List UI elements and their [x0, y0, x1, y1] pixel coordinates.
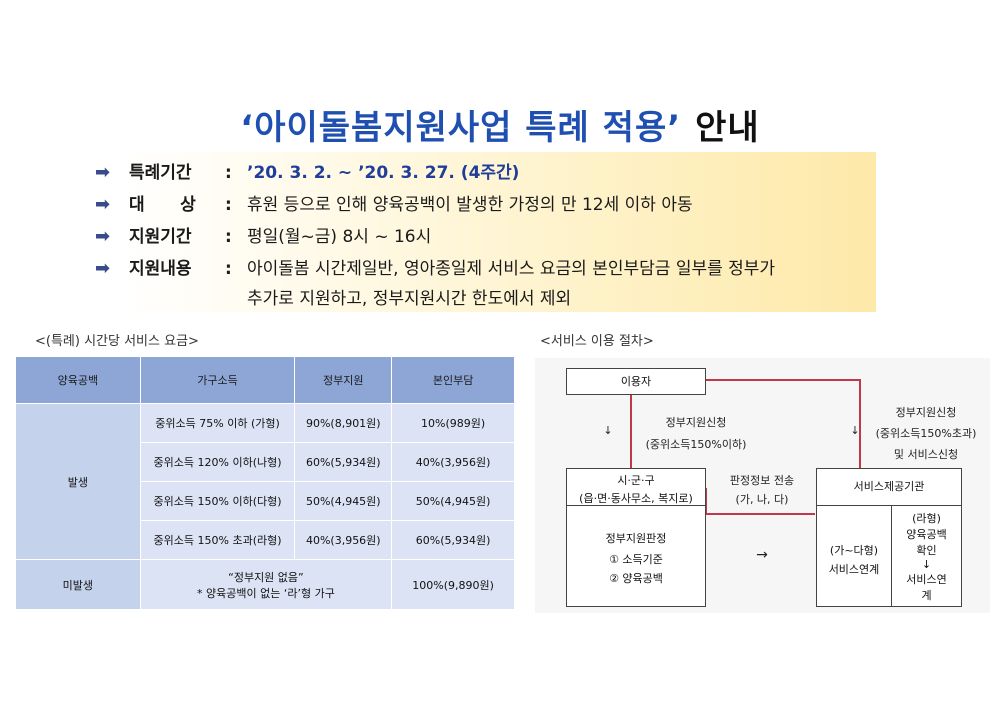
right-arrow-icon: →: [756, 547, 768, 563]
city-office-box: 시·군·구 (읍·면·동사무소, 복지로): [566, 468, 706, 506]
column-header: 정부지원: [294, 356, 393, 404]
column-header: 본인부담: [391, 356, 515, 404]
info-value: 추가로 지원하고, 정부지원시간 한도에서 제외: [247, 289, 572, 309]
self-pay-cell: 10%(989원): [391, 403, 515, 443]
table-row: 중위소득 150% 이하(다형) 50%(4,945원) 50%(4,945원): [16, 481, 515, 521]
info-label: 지원내용: [129, 259, 192, 279]
group-cell: 미발생: [15, 559, 141, 610]
flow-label: 확인: [916, 544, 937, 557]
flow-label: 계: [921, 589, 932, 602]
apply-text-1: 정부지원신청 (중위소득150%이하): [636, 414, 756, 452]
flow-label: (중위소득150%초과): [875, 427, 977, 440]
info-value: 아이돌봄 시간제일반, 영아종일제 서비스 요금의 본인부담금 일부를 정부가: [247, 259, 776, 279]
flow-label: ② 양육공백: [609, 572, 663, 585]
income-cell: 중위소득 75% 이하 (가형): [139, 403, 296, 443]
info-label: 지원기간: [129, 227, 192, 247]
info-row-content-cont: 추가로 지원하고, 정부지원시간 한도에서 제외: [247, 284, 571, 309]
flow-label: 양육공백: [906, 528, 947, 541]
down-arrow-icon: ↓: [850, 424, 860, 437]
no-support-note: * 양육공백이 없는 ‘라’형 가구: [197, 586, 335, 600]
flow-label: (가~다형): [829, 544, 879, 557]
info-row-period: ➡특례기간:’20. 3. 2. ~ ’20. 3. 27. (4주간): [95, 158, 519, 183]
self-pay-cell: 50%(4,945원): [391, 481, 515, 521]
info-highlight-box: [122, 152, 876, 312]
title-rest: 안내: [695, 108, 760, 148]
table-row: 미발생 “정부지원 없음” * 양육공백이 없는 ‘라’형 가구 100%(9,…: [15, 559, 515, 610]
no-support-label: “정부지원 없음”: [228, 570, 304, 584]
table-header-row: 양육공백 가구소득 정부지원 본인부담: [15, 356, 515, 404]
no-support-cell: “정부지원 없음” * 양육공백이 없는 ‘라’형 가구: [139, 559, 393, 610]
flow-label: (중위소득150%이하): [645, 438, 747, 451]
support-cell: 90%(8,901원): [294, 403, 393, 443]
flow-label: 정부지원신청: [895, 406, 957, 419]
page-title: ‘아이돌봄지원사업 특례 적용’ 안내: [0, 100, 1000, 149]
link-a-box: (가~다형) 서비스연계: [816, 505, 892, 607]
table-row: 중위소득 120% 이하(나형) 60%(5,934원) 40%(3,956원): [16, 442, 515, 482]
flow-label: 서비스연계: [828, 563, 880, 576]
user-box: 이용자: [566, 368, 706, 395]
self-pay-cell: 60%(5,934원): [391, 520, 515, 560]
arrow-right-icon: ➡: [95, 226, 111, 247]
flow-label: 정부지원판정: [605, 532, 667, 545]
flow-label: (읍·면·동사무소, 복지로): [579, 492, 693, 505]
provider-box: 서비스제공기관: [816, 468, 962, 506]
support-cell: 50%(4,945원): [294, 481, 393, 521]
info-value: 휴원 등으로 인해 양육공백이 발생한 가정의 만 12세 이하 아동: [247, 195, 693, 215]
flow-label: 정부지원신청: [665, 416, 727, 429]
table-row: 중위소득 150% 초과(라형) 40%(3,956원) 60%(5,934원): [16, 520, 515, 560]
column-header: 가구소득: [139, 356, 296, 404]
self-pay-cell: 100%(9,890원): [391, 559, 515, 610]
info-label: 특례기간: [129, 163, 192, 183]
table-row: 발생 중위소득 75% 이하 (가형) 90%(8,901원) 10%(989원…: [15, 403, 515, 560]
down-arrow-icon: ↓: [921, 558, 932, 571]
income-cell: 중위소득 120% 이하(나형): [139, 442, 296, 482]
info-value: ’20. 3. 2. ~ ’20. 3. 27. (4주간): [247, 163, 520, 183]
info-row-target: ➡대 상:휴원 등으로 인해 양육공백이 발생한 가정의 만 12세 이하 아동: [95, 190, 693, 215]
fee-table: 양육공백 가구소득 정부지원 본인부담 발생 중위소득 75% 이하 (가형) …: [15, 356, 515, 610]
income-cell: 중위소득 150% 초과(라형): [139, 520, 296, 560]
flow-label: (라형): [912, 512, 941, 525]
flow-label: 서비스연: [906, 573, 947, 586]
income-cell: 중위소득 150% 이하(다형): [139, 481, 296, 521]
info-row-hours: ➡지원기간:평일(월~금) 8시 ~ 16시: [95, 222, 431, 247]
support-cell: 40%(3,956원): [294, 520, 393, 560]
group-cell: 발생: [15, 403, 141, 560]
connector-line: [705, 379, 860, 381]
connector-line: [705, 488, 707, 514]
arrow-right-icon: ➡: [95, 194, 111, 215]
connector-line: [630, 394, 632, 468]
judge-box: 정부지원판정 ① 소득기준 ② 양육공백: [566, 505, 706, 607]
arrow-right-icon: ➡: [95, 162, 111, 183]
down-arrow-icon: ↓: [603, 424, 613, 437]
connector-line: [705, 513, 815, 515]
apply-text-2: 정부지원신청 (중위소득150%초과) 및 서비스신청: [866, 404, 986, 462]
flow-section-title: <서비스 이용 절차>: [540, 334, 654, 349]
connector-line: [859, 379, 861, 471]
info-value: 평일(월~금) 8시 ~ 16시: [247, 227, 432, 247]
support-cell: 60%(5,934원): [294, 442, 393, 482]
link-b-box: (라형) 양육공백 확인 ↓ 서비스연 계: [891, 505, 962, 607]
flow-label: (가, 나, 다): [735, 493, 789, 506]
arrow-right-icon: ➡: [95, 258, 111, 279]
column-header: 양육공백: [15, 356, 141, 404]
send-info-text: 판정정보 전송 (가, 나, 다): [712, 472, 812, 507]
info-row-content: ➡지원내용:아이돌봄 시간제일반, 영아종일제 서비스 요금의 본인부담금 일부…: [95, 254, 775, 279]
fee-section-title: <(특례) 시간당 서비스 요금>: [35, 334, 199, 349]
flow-label: 시·군·구: [617, 474, 655, 487]
flow-label: 및 서비스신청: [893, 448, 959, 461]
title-quoted: ‘아이돌봄지원사업 특례 적용’: [240, 108, 682, 148]
self-pay-cell: 40%(3,956원): [391, 442, 515, 482]
info-label: 대 상: [129, 195, 196, 215]
flow-label: ① 소득기준: [609, 553, 663, 566]
flow-label: 판정정보 전송: [729, 474, 795, 487]
